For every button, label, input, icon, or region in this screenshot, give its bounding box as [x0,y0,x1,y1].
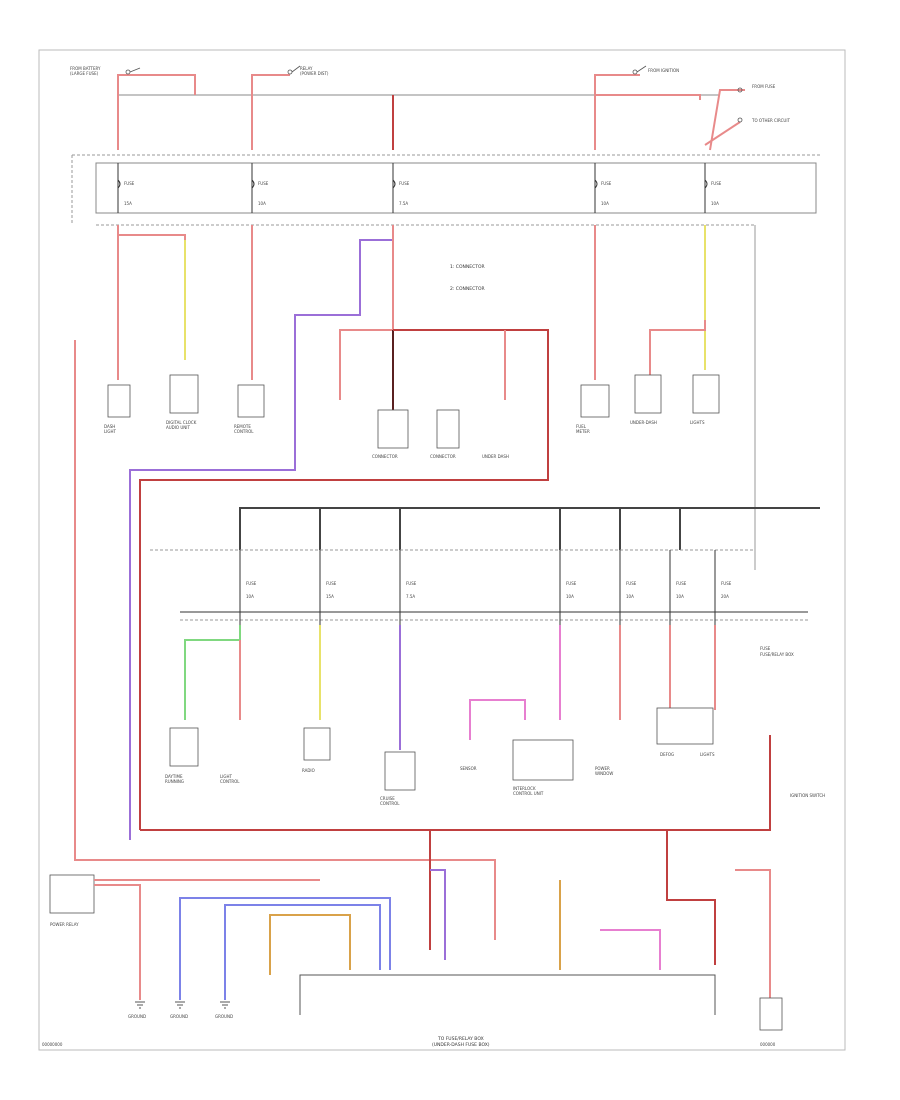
svg-text:FUSE: FUSE [676,581,687,586]
upper-fuses [117,163,708,213]
upper-fuse-labels: FUSE 15A FUSE 10A FUSE 7.5A FUSE 10A FUSE 10A [124,181,722,206]
svg-text:RUNNING: RUNNING [165,779,184,784]
svg-text:10A: 10A [258,201,266,206]
svg-text:FUSE: FUSE [711,181,722,186]
svg-text:GROUND: GROUND [170,1014,188,1019]
svg-text:WINDOW: WINDOW [595,771,613,776]
svg-text:FUSE: FUSE [601,181,612,186]
svg-text:RELAY: RELAY [300,66,313,71]
svg-text:CONTROL: CONTROL [220,779,240,784]
svg-text:10A: 10A [626,594,634,599]
svg-text:CONNECTOR: CONNECTOR [372,454,398,459]
lower-fuses [239,550,716,625]
svg-text:FUSE: FUSE [124,181,135,186]
ground-symbols [135,1001,230,1009]
bottom-wires [94,879,661,1000]
top-feed-wires [117,74,745,151]
footer-code-right: 000000 [760,1042,776,1047]
upper-fuse-box [71,154,820,570]
fuse-box-upper-label: FUSE [760,646,771,651]
svg-text:AUDIO UNIT: AUDIO UNIT [166,425,190,430]
svg-text:POWER: POWER [595,766,610,771]
top-switch-symbols [125,65,743,123]
svg-text:FROM FUSE: FROM FUSE [752,84,776,89]
svg-text:10A: 10A [566,594,574,599]
svg-text:SENSOR: SENSOR [460,766,477,771]
legend-2: 2: CONNECTOR [450,286,485,292]
svg-text:FUSE: FUSE [721,581,732,586]
svg-text:FUSE: FUSE [406,581,417,586]
svg-text:CRUISE: CRUISE [380,796,395,801]
svg-text:GROUND: GROUND [128,1014,146,1019]
svg-text:7.5A: 7.5A [406,594,415,599]
svg-text:15A: 15A [124,201,132,206]
svg-text:DAYTIME: DAYTIME [165,774,183,779]
svg-text:LIGHT: LIGHT [104,429,117,434]
svg-text:CONNECTOR: CONNECTOR [430,454,456,459]
bottom-sublabel: (UNDER-DASH FUSE BOX) [432,1042,490,1048]
svg-text:DASH: DASH [104,424,115,429]
svg-text:INTERLOCK: INTERLOCK [513,786,536,791]
bottom-box [299,974,716,1015]
svg-text:LIGHTS: LIGHTS [700,752,715,757]
ignition-label: IGNITION SWITCH [790,793,825,798]
lower-fuse-box [150,549,808,621]
footer-code: 00000000 [42,1042,63,1047]
svg-text:REMOTE: REMOTE [234,424,251,429]
svg-text:RADIO: RADIO [302,768,315,773]
svg-text:CONTROL: CONTROL [380,801,400,806]
svg-text:FUSE: FUSE [626,581,637,586]
svg-text:15A: 15A [326,594,334,599]
svg-text:LIGHT: LIGHT [220,774,233,779]
svg-text:10A: 10A [676,594,684,599]
svg-text:UNDER DASH: UNDER DASH [482,454,509,459]
svg-text:(LARGE FUSE): (LARGE FUSE) [70,71,99,76]
svg-text:FUSE: FUSE [566,581,577,586]
svg-text:DIGITAL CLOCK: DIGITAL CLOCK [166,420,197,425]
svg-text:7.5A: 7.5A [399,201,408,206]
svg-text:CONTROL: CONTROL [234,429,254,434]
bottom-label: TO FUSE/RELAY BOX [437,1036,484,1042]
svg-text:LIGHTS: LIGHTS [690,420,705,425]
svg-text:FUSE: FUSE [246,581,257,586]
svg-text:GROUND: GROUND [215,1014,233,1019]
svg-text:10A: 10A [601,201,609,206]
legend-1: 1: CONNECTOR [450,264,485,270]
lower-components [49,707,783,1031]
svg-text:UNDER-DASH: UNDER-DASH [630,420,657,425]
legend-text: 1: CONNECTOR 2: CONNECTOR [450,264,485,292]
svg-text:FUSE: FUSE [258,181,269,186]
relay-label: POWER RELAY [50,922,79,927]
bottom-labels: GROUND GROUND GROUND TO FUSE/RELAY BOX (… [42,1014,776,1048]
lower-branch-wires [140,625,771,1000]
svg-text:FUSE: FUSE [399,181,410,186]
svg-text:10A: 10A [711,201,719,206]
svg-text:10A: 10A [246,594,254,599]
svg-text:(POWER DIST): (POWER DIST) [300,71,329,76]
svg-text:FROM IGNITION: FROM IGNITION [648,68,679,73]
svg-text:CONTROL UNIT: CONTROL UNIT [513,791,544,796]
diagram-frame [38,49,846,1051]
fuse-box-lower-label: FUSE/RELAY BOX [760,652,794,657]
svg-text:FUEL: FUEL [576,424,587,429]
lower-bus [239,507,820,550]
svg-text:FROM BATTERY: FROM BATTERY [70,66,101,71]
top-labels: FROM BATTERY (LARGE FUSE) RELAY (POWER D… [70,66,790,123]
svg-text:FUSE: FUSE [326,581,337,586]
upper-branch-wires [74,225,706,940]
lower-fuse-labels: FUSE 10A FUSE 15A FUSE 7.5A FUSE 10A FUSE 10A… [246,581,794,657]
upper-components [107,374,720,449]
svg-text:TO OTHER CIRCUIT: TO OTHER CIRCUIT [751,118,790,123]
svg-text:DEFOG: DEFOG [660,752,674,757]
svg-text:20A: 20A [721,594,729,599]
svg-text:METER: METER [576,429,590,434]
